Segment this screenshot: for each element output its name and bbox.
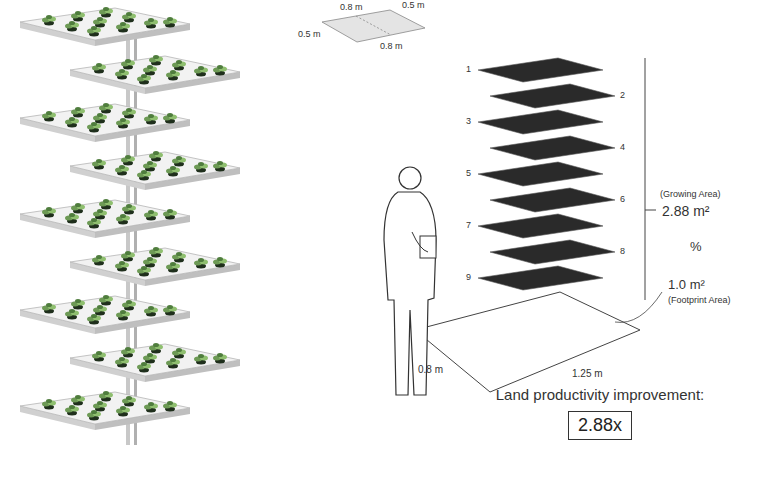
dimension: 0.8 m bbox=[380, 42, 403, 52]
callout-number: 4 bbox=[620, 143, 625, 153]
ratio-symbol: % bbox=[690, 240, 702, 254]
callout-number: 6 bbox=[620, 195, 625, 205]
callout-number: 3 bbox=[466, 117, 471, 127]
callout-number: 9 bbox=[466, 273, 471, 283]
result-heading: Land productivity improvement: bbox=[496, 386, 704, 403]
area-caption: (Growing Area) bbox=[660, 190, 721, 200]
result-value: 2.88x bbox=[568, 411, 632, 440]
dimension: 0.5 m bbox=[402, 1, 425, 11]
dimension: 1.25 m bbox=[572, 368, 603, 379]
area-caption: (Footprint Area) bbox=[668, 296, 731, 306]
dimension: 0.8 m bbox=[340, 3, 363, 13]
callout-number: 8 bbox=[620, 247, 625, 257]
callout-number: 5 bbox=[466, 169, 471, 179]
dimension: 0.5 m bbox=[298, 30, 321, 40]
area-value: 2.88 m² bbox=[662, 204, 709, 219]
dimension: 0.8 m bbox=[418, 364, 443, 375]
callout-number: 1 bbox=[466, 65, 471, 75]
callout-number: 7 bbox=[466, 221, 471, 231]
result-box: Land productivity improvement: 2.88x bbox=[496, 386, 704, 440]
callout-number: 2 bbox=[620, 91, 625, 101]
area-value: 1.0 m² bbox=[668, 278, 705, 292]
